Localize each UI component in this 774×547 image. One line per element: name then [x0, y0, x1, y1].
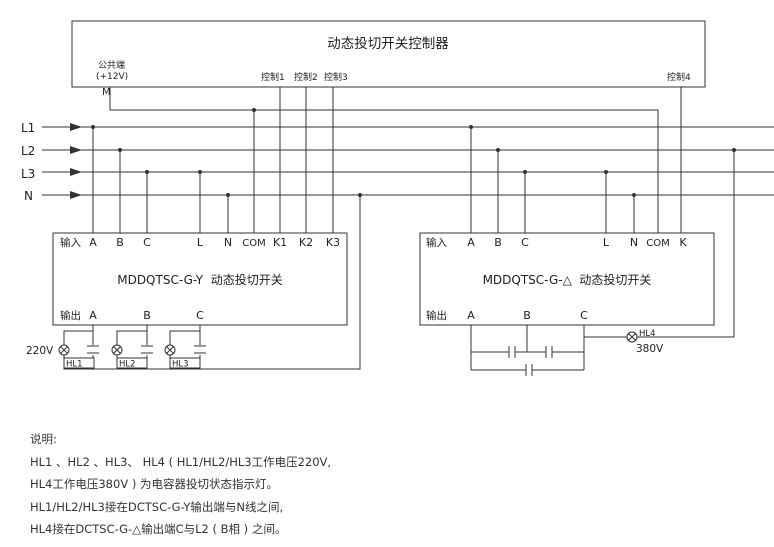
l1-arrow-icon	[70, 123, 82, 131]
common-terminal-label: 公共端	[98, 59, 125, 71]
switch-d-term-b: B	[494, 236, 502, 249]
switch-y-out-b: B	[143, 309, 151, 322]
hl1-tag	[63, 357, 95, 369]
switch-d-input-label: 输入	[426, 236, 447, 249]
capacitor-bc-icon	[545, 346, 553, 358]
switch-d-term-k: K	[679, 236, 687, 249]
switch-d-output-label: 输出	[426, 309, 447, 322]
capacitor-a-icon	[87, 345, 99, 355]
line-l3-label: L3	[21, 167, 35, 181]
controller-title: 动态投切开关控制器	[327, 36, 449, 52]
hl3-label: HL3	[172, 360, 189, 370]
switch-d-term-c: C	[521, 236, 529, 249]
hl1-label: HL1	[66, 360, 83, 370]
controller-box	[71, 20, 706, 88]
l3-arrow-icon	[70, 168, 82, 176]
n-arrow-icon	[70, 191, 82, 199]
switch-y-term-l: L	[197, 236, 204, 249]
notes-heading: 说明:	[30, 432, 57, 446]
hl3-tag	[169, 357, 201, 369]
control-2-label: 控制2	[294, 71, 318, 83]
switch-y-term-k3: K3	[326, 236, 340, 249]
notes-section: 说明: HL1 、HL2 、HL3、 HL4 ( HL1/HL2/HL3工作电压…	[30, 428, 760, 541]
line-l2-label: L2	[21, 144, 35, 158]
lamp-hl1-icon	[58, 344, 70, 356]
switch-y-term-k1: K1	[273, 236, 287, 249]
switch-y-name: MDDQTSC-G-Y 动态投切开关	[117, 272, 283, 287]
lamp-hl4-icon	[626, 331, 638, 343]
switch-y-term-c: C	[143, 236, 151, 249]
switch-y-input-label: 输入	[60, 236, 81, 249]
switch-d-name: MDDQTSC-G-△ 动态投切开关	[483, 272, 652, 287]
switch-d-term-n: N	[630, 236, 638, 249]
switch-y-term-com: COM	[242, 238, 265, 249]
hl2-label: HL2	[119, 360, 136, 370]
control-4-label: 控制4	[667, 71, 691, 83]
hl2-tag	[116, 357, 148, 369]
voltage-220v-label: 220V	[26, 345, 54, 357]
switch-y-box	[52, 232, 348, 326]
notes-line-2: HL4工作电压380V ) 为电容器投切状态指示灯。	[30, 477, 278, 491]
switch-d-out-b: B	[523, 309, 531, 322]
switch-y-output-label: 输出	[60, 309, 81, 322]
switch-y-output-circuit	[63, 325, 201, 369]
switch-d-term-l: L	[603, 236, 610, 249]
switch-y-term-k2: K2	[299, 236, 313, 249]
line-n-label: N	[24, 189, 33, 203]
notes-line-1: HL1 、HL2 、HL3、 HL4 ( HL1/HL2/HL3工作电压220V…	[30, 454, 332, 469]
switch-d-output-circuit	[470, 325, 627, 371]
switch-y-term-b: B	[116, 236, 124, 249]
lamp-hl3-icon	[164, 344, 176, 356]
capacitor-ac-icon	[525, 364, 533, 376]
switch-y-term-n: N	[224, 236, 232, 249]
l2-arrow-icon	[70, 146, 82, 154]
switch-y-out-c: C	[196, 309, 204, 322]
switch-y-term-a: A	[89, 236, 97, 249]
notes-line-3: HL1/HL2/HL3接在DCTSC-G-Y输出端与N线之间,	[30, 499, 284, 514]
hl4-label: HL4	[639, 329, 656, 339]
control-1-label: 控制1	[261, 71, 285, 83]
lamp-hl2-icon	[111, 344, 123, 356]
switch-d-wiring	[469, 87, 736, 338]
voltage-380v-label: 380V	[636, 343, 664, 355]
switch-d-term-a: A	[467, 236, 475, 249]
wiring-diagram: 动态投切开关控制器 公共端 (+12V) M 控制1 控制2 控制3 控制4 L…	[21, 20, 774, 376]
switch-y-wiring	[63, 87, 659, 370]
power-lines: L1 L2 L3 N	[21, 121, 774, 203]
switch-y-out-a: A	[89, 309, 97, 322]
switch-d-term-com: COM	[646, 238, 669, 249]
notes-line-4: HL4接在DCTSC-G-△输出端C与L2 ( B相 ) 之间。	[30, 522, 287, 536]
capacitor-b-icon	[141, 345, 153, 355]
terminal-m-label: M	[102, 87, 111, 98]
capacitor-c-icon	[194, 345, 206, 355]
common-terminal-voltage: (+12V)	[96, 72, 128, 82]
control-3-label: 控制3	[324, 71, 348, 83]
switch-d-out-c: C	[580, 309, 588, 322]
line-l1-label: L1	[21, 121, 35, 135]
switch-d-out-a: A	[467, 309, 475, 322]
capacitor-ab-icon	[508, 346, 516, 358]
switch-d-box	[419, 232, 715, 326]
